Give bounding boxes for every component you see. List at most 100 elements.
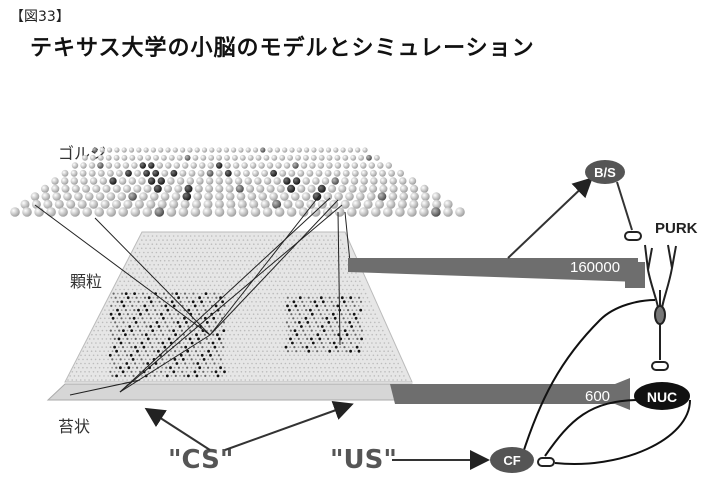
granule-cell [333,350,335,353]
granule-cell [333,235,336,237]
granule-cell [203,366,205,369]
granule-cell [108,353,112,357]
granule-cell [176,259,179,262]
granule-cell [138,243,141,245]
granule-cell [119,288,121,291]
granule-cell [354,371,357,373]
granule-cell [153,342,156,344]
granule-cell [296,272,298,274]
granule-cell [297,247,299,250]
granule-cell [186,288,188,291]
cf-synapse [537,457,555,467]
golgi-cell [128,192,137,201]
granule-cell [192,346,196,349]
golgi-cell [61,184,70,193]
granule-cell [246,375,249,377]
granule-cell [341,358,343,361]
granule-cell [132,333,135,336]
granule-cell [200,239,202,241]
granule-cell [170,333,173,336]
granule-cell [364,309,366,311]
granule-cell [231,251,234,254]
granule-cell [251,375,253,377]
granule-cell [142,268,145,270]
granule-cell [290,321,292,324]
granule-cell [139,296,142,299]
granule-cell [353,321,355,324]
granule-cell [146,362,150,365]
granule-cell [199,264,202,266]
granule-cell [221,247,223,250]
granule-cell [282,243,285,245]
granule-cell [255,346,258,348]
granule-cell [199,280,201,283]
granule-cell [227,251,229,254]
granule-cell [329,325,332,328]
granule-cell [178,358,181,361]
granule-cell [135,305,138,307]
granule-cell [332,304,335,307]
granule-cell [252,338,254,340]
granule-cell [327,276,330,278]
granule-cell [214,321,217,324]
granule-cell [279,280,281,283]
granule-cell [178,333,181,336]
granule-cell [161,366,164,369]
granule-cell [351,309,354,311]
granule-cell [245,333,248,336]
granule-cell [201,362,203,365]
granule-cell [166,308,170,312]
golgi-cell [156,162,163,169]
granule-cell [374,366,376,369]
granule-cell [362,305,364,307]
granule-cell [132,374,135,377]
granule-cell [309,308,312,312]
golgi-cell [358,184,367,193]
granule-cell [245,280,248,283]
granule-cell [253,305,255,307]
golgi-cell [410,184,419,193]
granule-cell [294,313,297,316]
granule-cell [270,371,272,373]
granule-cell [118,329,121,332]
granule-cell [339,255,341,258]
granule-cell [320,243,323,245]
granule-cell [212,325,215,328]
granule-cell [111,342,114,344]
granule-cell [315,366,318,369]
granule-cell [166,342,168,344]
golgi-cell [90,154,96,161]
granule-cell [372,362,374,365]
granule-cell [168,379,171,381]
cs-arrow-right [224,401,354,451]
granule-cell [213,362,216,365]
granule-cell [227,329,229,332]
granule-cell [275,333,277,336]
granule-cell [255,301,257,303]
granule-cell [210,251,213,254]
granule-cell [310,329,313,332]
granule-cell [189,251,191,254]
granule-cell [237,272,239,274]
granule-cell [351,317,353,320]
figure-title: テキサス大学の小脳のモデルとシミュレーション [30,36,535,61]
golgi-cell [60,177,69,185]
golgi-cell [366,192,376,201]
granule-cell [114,313,117,316]
granule-cell [232,288,235,291]
granule-cell [110,321,112,324]
granule-cell [379,333,382,336]
granule-cell [343,264,345,266]
golgi-cell [176,154,183,161]
granule-cell [111,374,114,377]
granule-cell [335,239,338,241]
granule-cell [321,300,325,304]
granule-cell [128,333,131,336]
granule-cell [315,313,318,316]
granule-cell [263,375,266,377]
golgi-cell [205,184,214,193]
granule-cell [211,366,214,369]
granule-cell [188,284,191,287]
granule-cell [95,333,97,336]
granule-cell [115,349,118,353]
